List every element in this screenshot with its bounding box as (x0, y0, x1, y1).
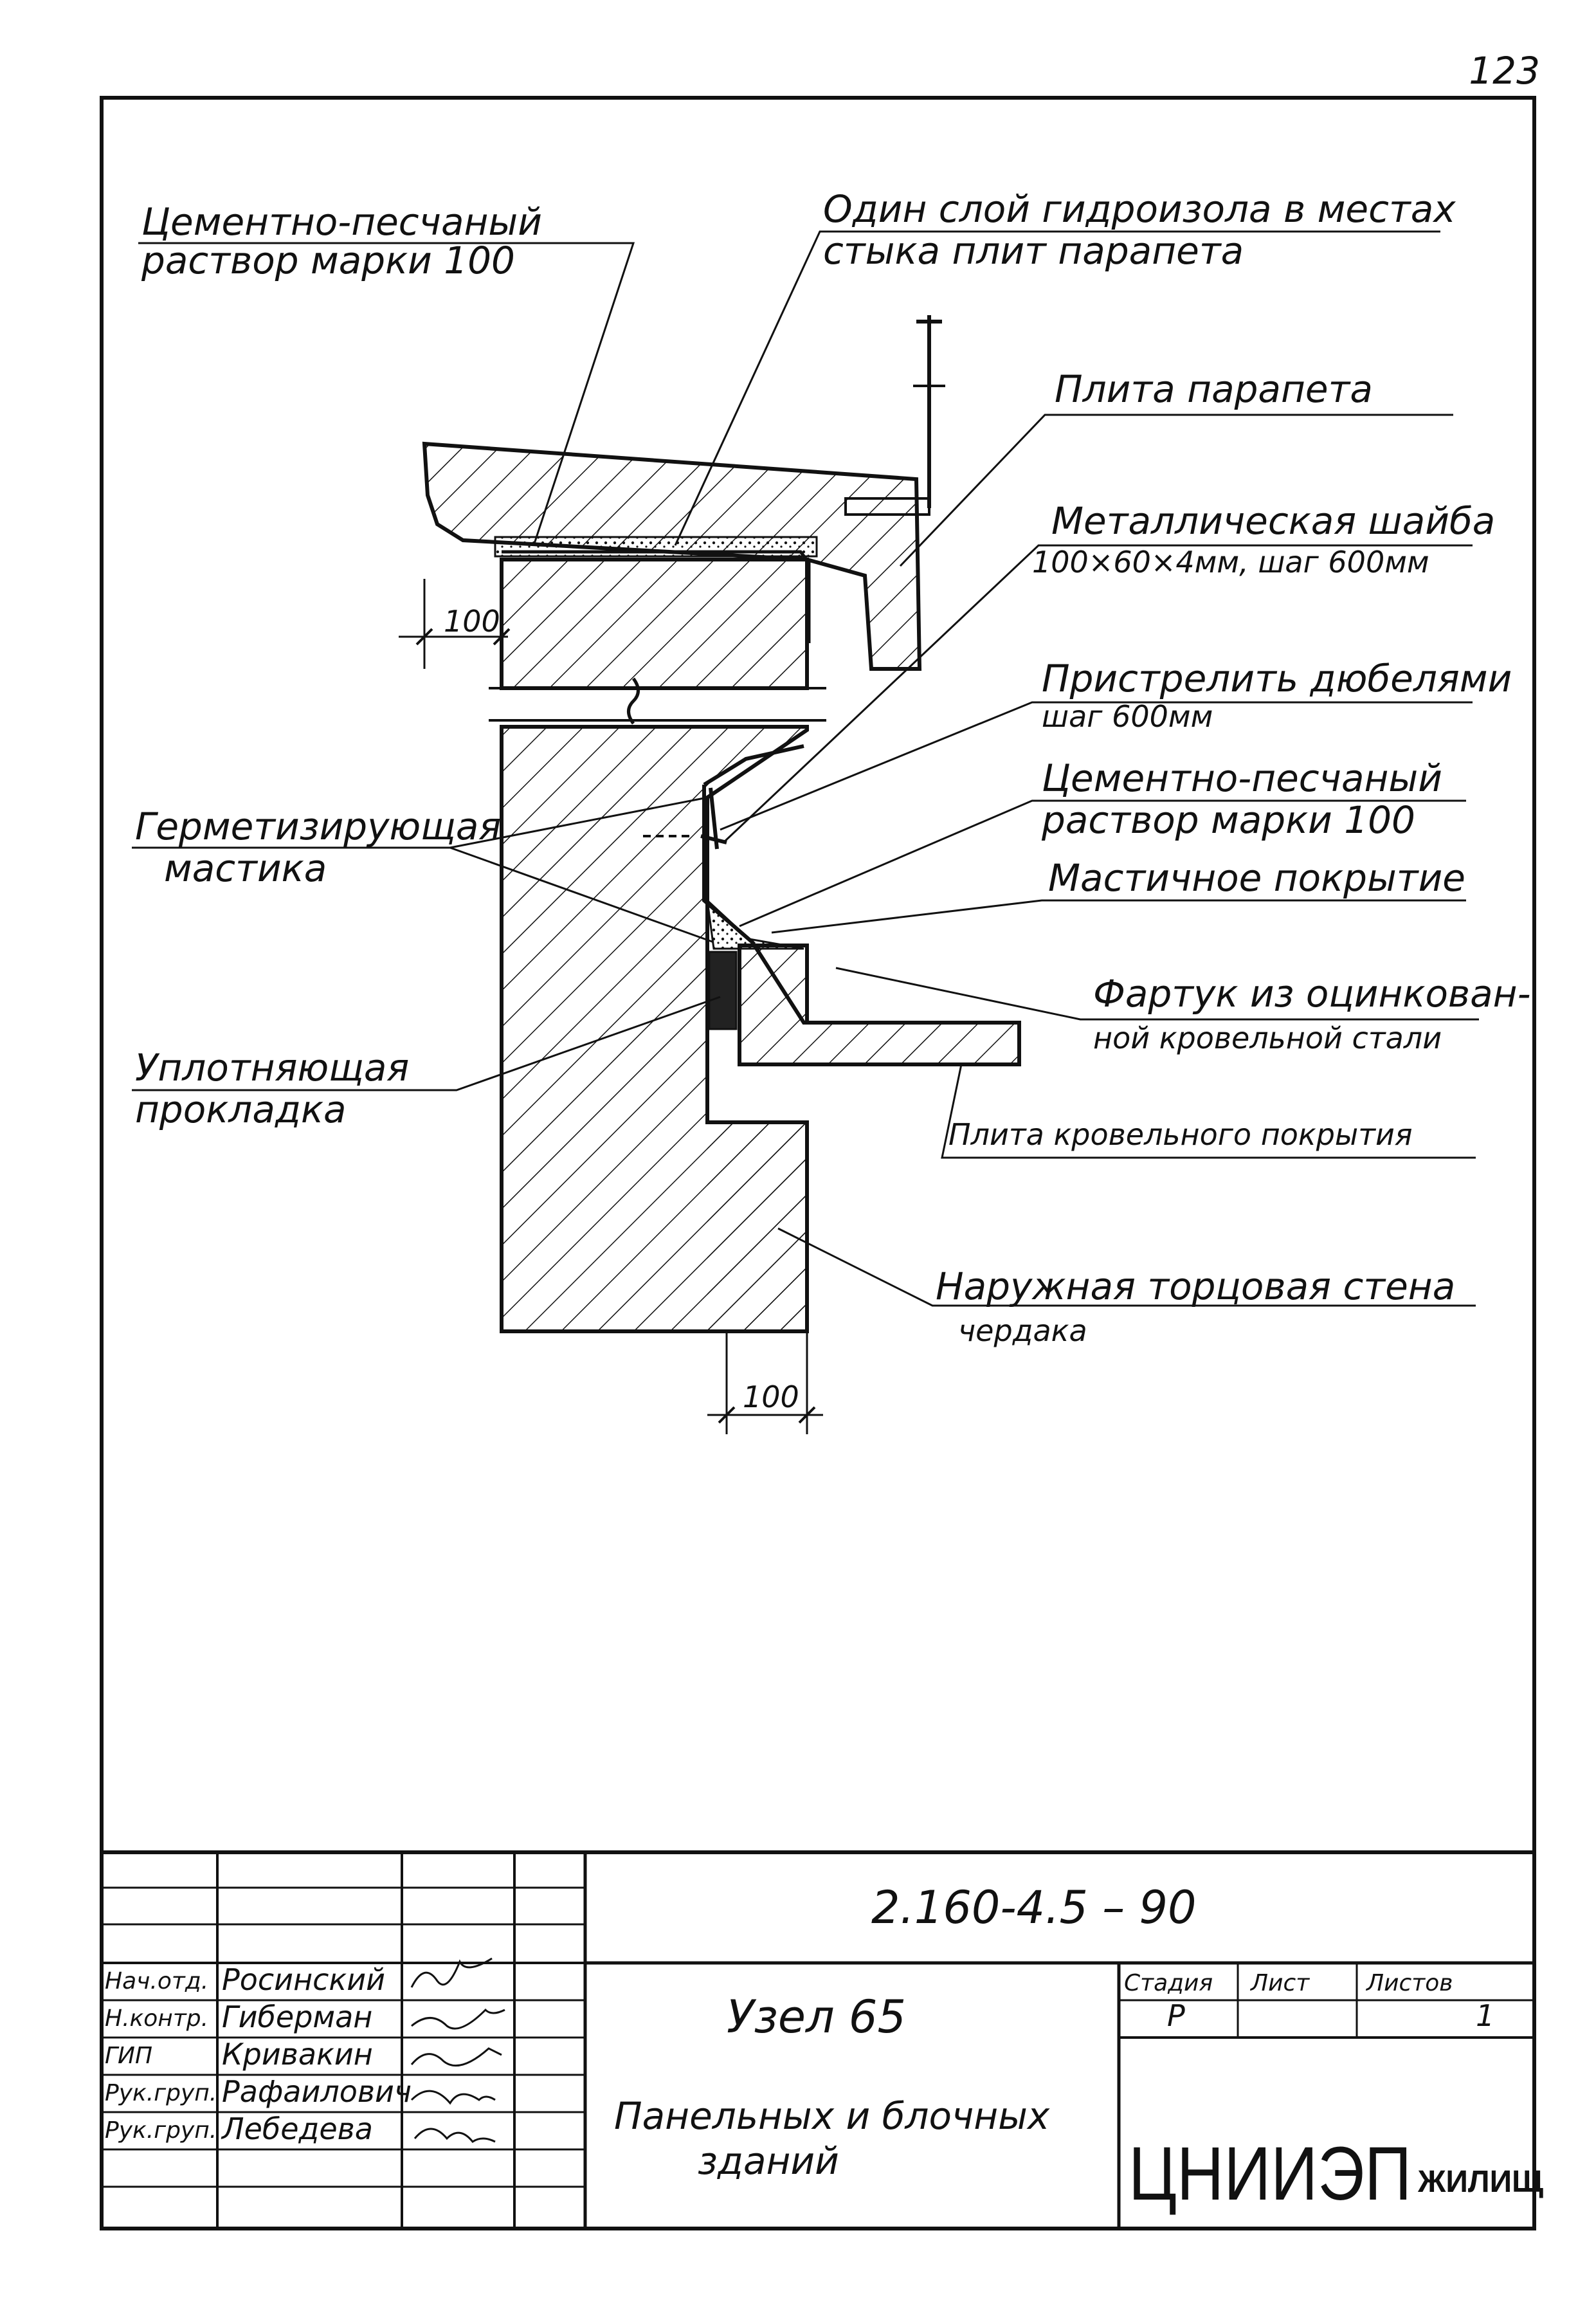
callout-hydro-l2: стыка плит парапета (823, 229, 1244, 273)
callout-cement-top-l2: раствор марки 100 (141, 239, 515, 282)
dim-bottom-label: 100 (743, 1380, 799, 1414)
sheet-header: Лист (1249, 1970, 1310, 1996)
org-suffix: ЖИЛИЩ (1417, 2165, 1543, 2199)
node-drawing: 100 100 (399, 315, 1021, 1434)
name-3: Кривакин (222, 2037, 373, 2072)
callouts: Цементно-песчаный раствор марки 100 Один… (132, 187, 1531, 1348)
sheet-frame (100, 96, 1536, 2230)
callout-dowel-l1: Пристрелить дюбелями (1042, 657, 1512, 700)
doc-code: 2.160-4.5 – 90 (871, 1881, 1197, 1934)
callout-cement-mid-l1: Цементно-песчаный (1042, 756, 1442, 800)
callout-mastic-cover: Мастичное покрытие (1048, 856, 1465, 900)
subtitle-l1: Панельных и блочных (614, 2094, 1050, 2138)
callout-washer-l2: 100×60×4мм, шаг 600мм (1032, 545, 1429, 579)
callout-apron-l2: ной кровельной стали (1093, 1021, 1442, 1055)
callout-sealant-l1: Герметизирующая (135, 805, 501, 848)
stage-value: Р (1167, 1998, 1185, 2033)
callout-wall-l1: Наружная торцовая стена (936, 1264, 1455, 1308)
page-number: 123 (1469, 49, 1540, 93)
dimension-bottom: 100 (707, 1331, 823, 1434)
callout-wall-l2: чердака (958, 1313, 1087, 1348)
name-4: Рафаилович (222, 2074, 412, 2109)
signatures (410, 1957, 505, 2144)
name-1: Росинский (222, 1962, 385, 1997)
node-title: Узел 65 (727, 1991, 906, 2043)
sheets-value: 1 (1476, 1998, 1494, 2033)
callout-gasket-l2: прокладка (135, 1088, 347, 1131)
dimension-top: 100 (399, 579, 511, 669)
sheets-header: Листов (1365, 1970, 1453, 1996)
callout-apron-l1: Фартук из оцинкован- (1093, 972, 1531, 1016)
role-3: ГИП (105, 2043, 152, 2069)
stage-header: Стадия (1124, 1970, 1213, 1996)
callout-sealant-l2: мастика (164, 846, 327, 890)
callout-dowel-l2: шаг 600мм (1042, 699, 1213, 734)
callout-roof-slab: Плита кровельного покрытия (948, 1117, 1413, 1152)
galvanized-apron (702, 744, 1019, 1025)
role-4: Рук.груп. (105, 2080, 217, 2106)
callout-cement-mid-l2: раствор марки 100 (1041, 798, 1415, 842)
mortar-wedge (705, 898, 804, 950)
sealing-gasket (708, 951, 738, 1030)
callout-gasket-l1: Уплотняющая (135, 1046, 409, 1090)
role-2: Н.контр. (105, 2005, 208, 2032)
name-5: Лебедева (221, 2111, 373, 2146)
callout-washer-l1: Металлическая шайба (1051, 499, 1495, 543)
dowel-washer (700, 787, 727, 850)
callout-cement-top-l1: Цементно-песчаный (141, 200, 542, 244)
callout-hydro-l1: Один слой гидроизола в местах (823, 187, 1456, 231)
name-2: Гиберман (222, 2000, 372, 2034)
anchor-bolt (844, 315, 945, 516)
role-5: Рук.груп. (105, 2117, 217, 2144)
callout-parapet-slab: Плита парапета (1055, 367, 1373, 411)
wall-lower-block (707, 1122, 807, 1331)
subtitle-l2: зданий (698, 2139, 839, 2183)
roof-slab (738, 944, 1021, 1066)
role-1: Нач.отд. (105, 1968, 208, 1994)
dim-top-label: 100 (444, 604, 500, 639)
title-block: 2.160-4.5 – 90 Стадия Лист Листов Р 1 Уз… (102, 1850, 1543, 2229)
wall-upper-block (500, 558, 809, 690)
org-logo: ЦНИИЭП (1129, 2131, 1411, 2216)
